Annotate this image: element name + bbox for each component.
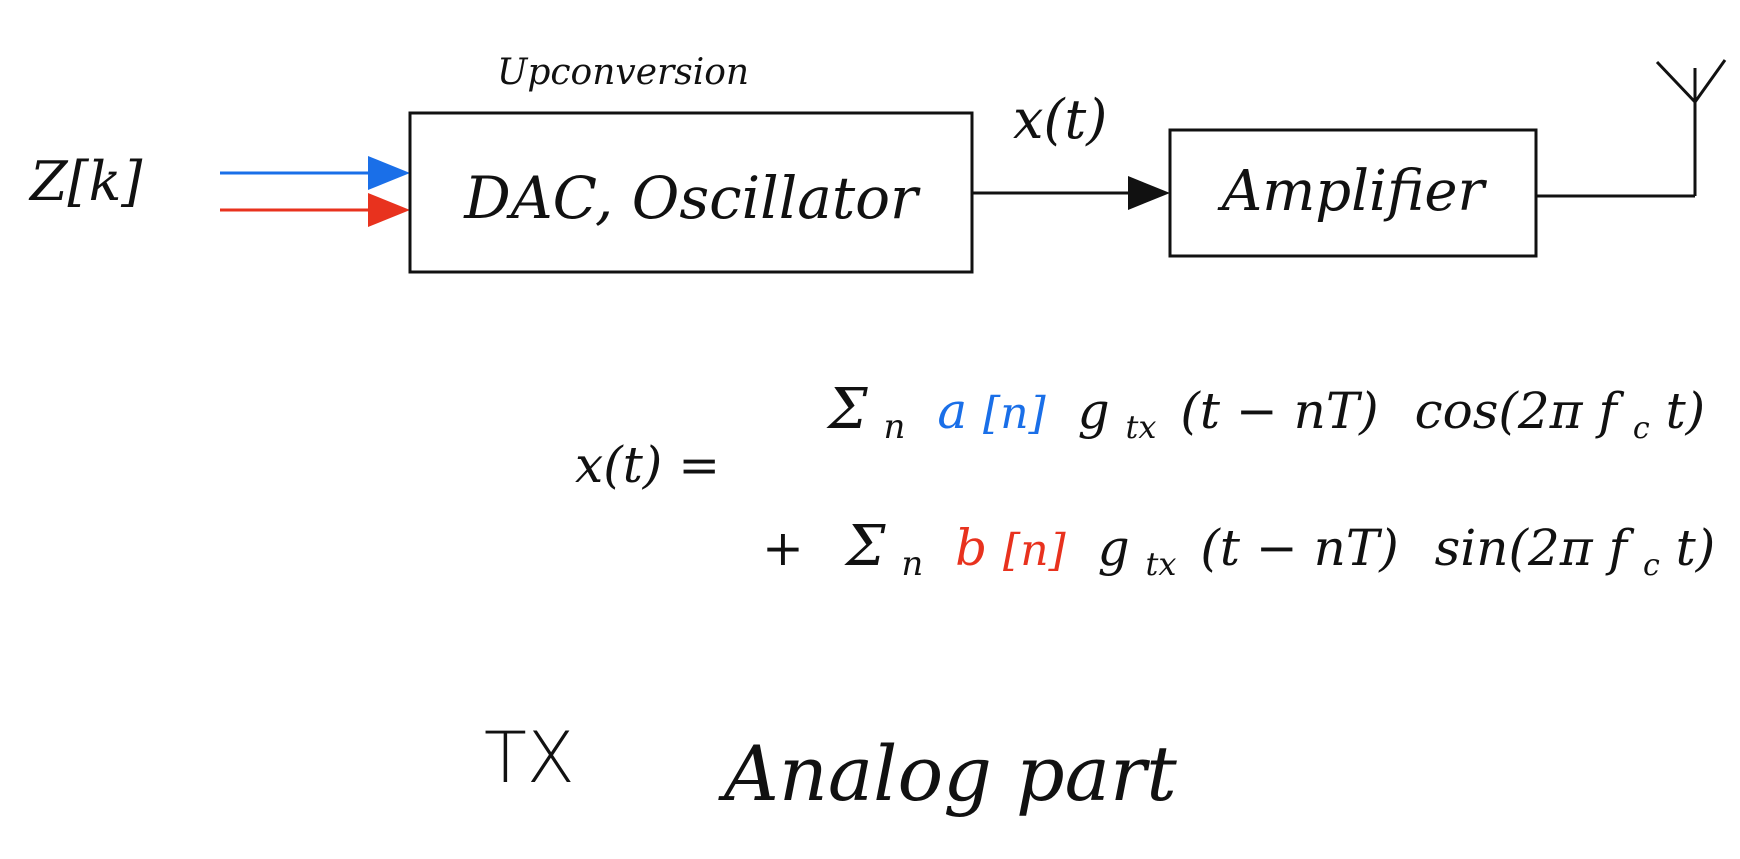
dac-block-label: DAC, Oscillator xyxy=(463,164,921,232)
line1-sum-index: n xyxy=(884,407,906,447)
quadrature-input-arrow xyxy=(220,193,410,227)
line1-coef-letter: a xyxy=(937,382,967,440)
in-phase-input-arrow xyxy=(220,156,410,190)
line2-pulse: g xyxy=(1098,519,1130,577)
input-label: Z[k] xyxy=(28,150,143,213)
line2-shift: (t − nT) xyxy=(1200,519,1398,577)
line1-coef-index: [n] xyxy=(983,388,1047,439)
line2-carrier-sub: c xyxy=(1643,548,1660,583)
signal-arrow xyxy=(972,176,1170,210)
signal-label: x(t) xyxy=(1013,88,1107,151)
equation-lhs: x(t) = xyxy=(575,436,720,494)
line1-shift: (t − nT) xyxy=(1180,382,1378,440)
tx-label: TX xyxy=(484,717,575,799)
line1-carrier-sub: c xyxy=(1633,411,1650,446)
line2-sum-index: n xyxy=(901,544,923,584)
line1-carrier-start: cos(2π f xyxy=(1415,382,1625,440)
equation-line-1: Σ n a [n] g tx (t − nT) cos(2π f c t) xyxy=(826,377,1705,450)
line2-plus: + xyxy=(762,519,804,577)
equation-line-2: + Σ n b [n] g tx (t − nT) sin(2π f c t) xyxy=(762,514,1715,587)
dac-oscillator-block: DAC, Oscillator xyxy=(408,111,974,274)
line1-pulse-sub: tx xyxy=(1126,408,1157,446)
analog-part-label: Analog part xyxy=(718,729,1177,818)
line2-carrier-start: sin(2π f xyxy=(1435,519,1635,577)
line2-pulse-sub: tx xyxy=(1146,545,1177,583)
amplifier-block-label: Amplifier xyxy=(1217,159,1488,224)
line2-coef-index: [n] xyxy=(1003,525,1067,576)
line2-carrier-end: t) xyxy=(1676,519,1716,577)
line1-sum: Σ xyxy=(826,377,868,442)
upconversion-label: Upconversion xyxy=(497,52,749,93)
amplifier-block: Amplifier xyxy=(1168,128,1538,258)
line2-sum: Σ xyxy=(844,514,886,579)
line1-pulse: g xyxy=(1078,382,1110,440)
line2-coef-letter: b xyxy=(955,519,987,577)
antenna-icon xyxy=(1655,59,1727,196)
line1-carrier-end: t) xyxy=(1666,382,1706,440)
